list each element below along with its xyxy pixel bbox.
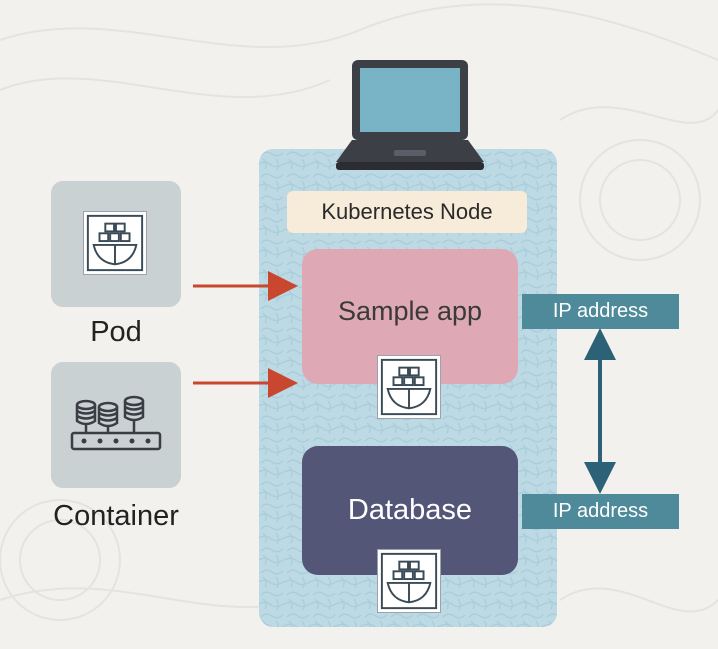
pod-icon <box>83 211 147 275</box>
db-ip-address-badge: IP address <box>522 494 679 529</box>
ship-icon <box>377 549 441 613</box>
database-label: Database <box>347 494 473 526</box>
pod-legend-label: Pod <box>90 316 142 348</box>
ship-icon <box>377 355 441 419</box>
sample-app-label: Sample app <box>337 296 483 326</box>
laptop-icon <box>336 60 484 170</box>
container-legend-label: Container <box>53 500 179 532</box>
container-icon <box>70 395 162 451</box>
kubernetes-node-label: Kubernetes Node <box>287 191 527 233</box>
app-ip-address-badge: IP address <box>522 294 679 329</box>
